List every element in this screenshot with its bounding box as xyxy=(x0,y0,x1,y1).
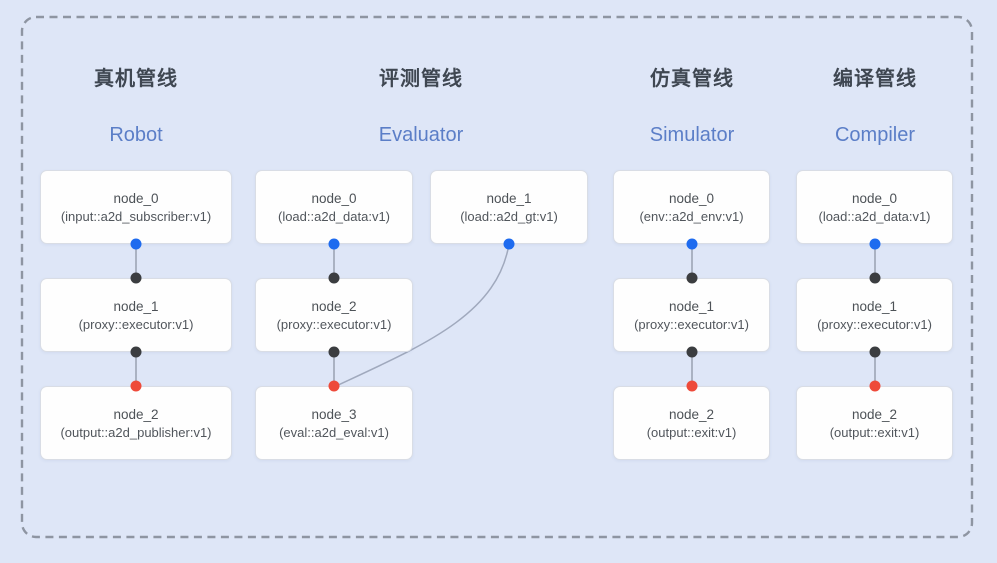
pipeline-title-zh-evaluator: 评测管线 xyxy=(321,62,521,91)
compiler-node-2[interactable]: node_2 (output::exit:v1) xyxy=(796,386,953,460)
evaluator-node-2[interactable]: node_2 (proxy::executor:v1) xyxy=(255,278,413,352)
node-name: node_3 xyxy=(311,406,357,422)
robot-node-2-input-port-dot xyxy=(130,380,142,392)
node-name: node_2 xyxy=(113,406,159,422)
node-name: node_0 xyxy=(668,190,715,206)
pipeline-title-zh-robot: 真机管线 xyxy=(36,62,236,91)
node-component: (env::a2d_env:v1) xyxy=(639,208,744,224)
pipeline-title-zh-compiler: 编译管线 xyxy=(775,62,975,91)
evaluator-node-1-output-port-dot xyxy=(503,238,515,250)
pipeline-title-en-label: Robot xyxy=(109,124,163,146)
node-component: (proxy::executor:v1) xyxy=(276,316,392,332)
simulator-node-1-input-port-dot xyxy=(686,272,698,284)
compiler-node-1-input-port-dot xyxy=(869,272,881,284)
compiler-node-0-output-port-dot xyxy=(869,238,881,250)
node-name: node_2 xyxy=(851,406,898,422)
robot-node-2[interactable]: node_2 (output::a2d_publisher:v1) xyxy=(40,386,232,460)
node-name: node_0 xyxy=(311,190,357,206)
simulator-node-1[interactable]: node_1 (proxy::executor:v1) xyxy=(613,278,770,352)
simulator-node-1-output-port-dot xyxy=(686,346,698,358)
node-component: (input::a2d_subscriber:v1) xyxy=(60,208,212,224)
node-component: (eval::a2d_eval:v1) xyxy=(279,424,389,440)
evaluator-node-0[interactable]: node_0 (load::a2d_data:v1) xyxy=(255,170,413,244)
pipeline-title-en-label: Compiler xyxy=(834,124,916,146)
pipeline-title-zh-simulator: 仿真管线 xyxy=(592,62,792,91)
node-name: node_0 xyxy=(113,190,159,206)
dashed-border xyxy=(20,15,974,539)
node-name: node_1 xyxy=(486,190,532,206)
simulator-node-0-output-port-dot xyxy=(686,238,698,250)
node-component: (proxy::executor:v1) xyxy=(817,316,932,332)
pipeline-title-zh-label: 真机管线 xyxy=(94,68,178,90)
pipeline-title-en-compiler: Compiler xyxy=(775,124,975,147)
robot-node-0-output-port-dot xyxy=(130,238,142,250)
evaluator-node-3-input-port-dot xyxy=(328,380,340,392)
evaluator-node-0-output-port-dot xyxy=(328,238,340,250)
node-name: node_1 xyxy=(668,298,715,314)
pipeline-title-zh-label: 编译管线 xyxy=(833,68,917,90)
robot-node-0[interactable]: node_0 (input::a2d_subscriber:v1) xyxy=(40,170,232,244)
node-component: (output::exit:v1) xyxy=(646,424,737,440)
node-component: (proxy::executor:v1) xyxy=(634,316,749,332)
compiler-node-2-input-port-dot xyxy=(869,380,881,392)
node-component: (output::a2d_publisher:v1) xyxy=(60,424,212,440)
pipeline-title-en-evaluator: Evaluator xyxy=(321,124,521,147)
simulator-node-2[interactable]: node_2 (output::exit:v1) xyxy=(613,386,770,460)
node-component: (load::a2d_gt:v1) xyxy=(460,208,558,224)
node-name: node_2 xyxy=(311,298,357,314)
node-component: (output::exit:v1) xyxy=(829,424,920,440)
pipeline-title-zh-label: 评测管线 xyxy=(379,68,463,90)
pipeline-title-en-simulator: Simulator xyxy=(592,124,792,147)
node-name: node_2 xyxy=(668,406,715,422)
evaluator-node-2-input-port-dot xyxy=(328,272,340,284)
node-component: (proxy::executor:v1) xyxy=(78,316,194,332)
robot-node-1-input-port-dot xyxy=(130,272,142,284)
robot-node-1-output-port-dot xyxy=(130,346,142,358)
compiler-node-1-output-port-dot xyxy=(869,346,881,358)
gt-to-eval-connector-curve xyxy=(333,243,510,388)
node-name: node_1 xyxy=(851,298,898,314)
node-name: node_0 xyxy=(851,190,898,206)
node-component: (load::a2d_data:v1) xyxy=(818,208,931,224)
node-name: node_1 xyxy=(113,298,159,314)
pipeline-title-zh-label: 仿真管线 xyxy=(650,68,734,90)
compiler-node-1[interactable]: node_1 (proxy::executor:v1) xyxy=(796,278,953,352)
pipeline-title-en-label: Simulator xyxy=(649,124,735,146)
robot-node-1[interactable]: node_1 (proxy::executor:v1) xyxy=(40,278,232,352)
evaluator-node-2-output-port-dot xyxy=(328,346,340,358)
pipeline-title-en-robot: Robot xyxy=(36,124,236,147)
simulator-node-0[interactable]: node_0 (env::a2d_env:v1) xyxy=(613,170,770,244)
node-component: (load::a2d_data:v1) xyxy=(277,208,391,224)
simulator-node-2-input-port-dot xyxy=(686,380,698,392)
pipeline-title-en-label: Evaluator xyxy=(378,124,464,146)
compiler-node-0[interactable]: node_0 (load::a2d_data:v1) xyxy=(796,170,953,244)
evaluator-node-1[interactable]: node_1 (load::a2d_gt:v1) xyxy=(430,170,588,244)
evaluator-node-3[interactable]: node_3 (eval::a2d_eval:v1) xyxy=(255,386,413,460)
